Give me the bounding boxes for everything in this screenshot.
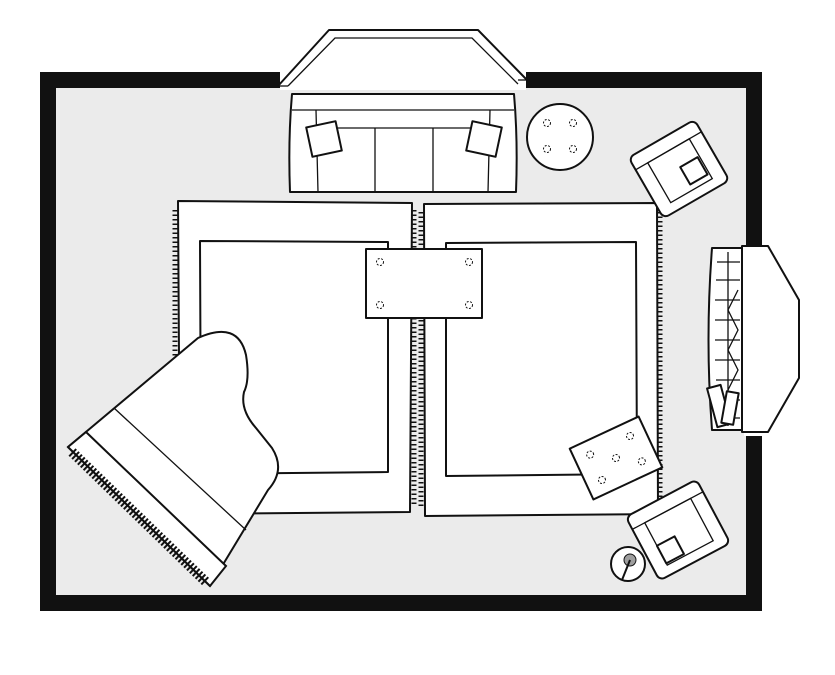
fireplace (706, 245, 800, 436)
armchair-bottom-right (626, 480, 730, 580)
floor-lamp (610, 546, 646, 582)
coffee-table (365, 248, 483, 319)
armchair-top-right (629, 120, 729, 218)
piano-keyboard (66, 430, 228, 588)
bay-window (277, 29, 528, 90)
grand-piano (66, 330, 279, 588)
round-side-table (526, 103, 594, 171)
sofa (288, 93, 518, 193)
ottoman (568, 415, 664, 501)
